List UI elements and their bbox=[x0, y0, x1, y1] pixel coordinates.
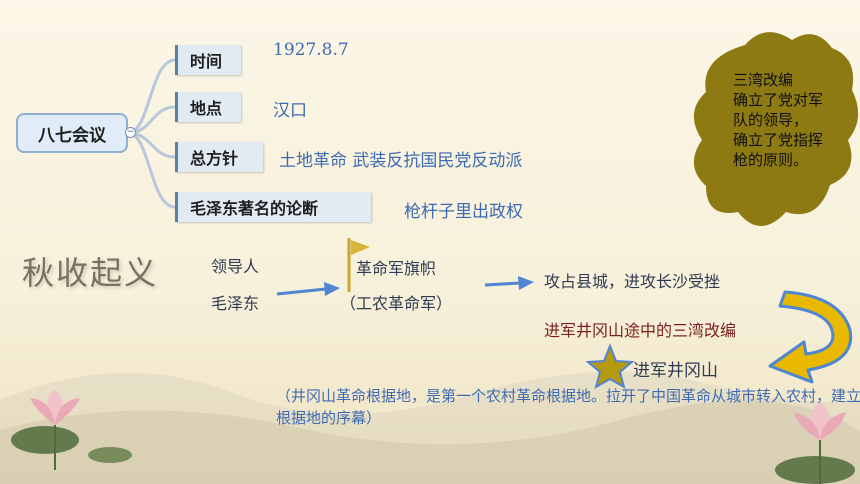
root-node-bayi-meeting: 八七会议 bbox=[16, 113, 128, 153]
jinggang-note: （井冈山革命根据地，是第一个农村革命根据地。拉开了中国革命从城市转入农村，建立根… bbox=[276, 387, 860, 427]
army-flag-label: 革命军旗帜 bbox=[356, 259, 437, 278]
cloud-line: 队的领导， bbox=[733, 111, 809, 129]
branch-time-label: 时间 bbox=[190, 52, 223, 71]
branch-thesis-value: 枪杆子里出政权 bbox=[404, 202, 523, 222]
step-sanwan: 进军井冈山途中的三湾改编 bbox=[544, 321, 737, 340]
star-icon bbox=[585, 343, 635, 390]
cloud-line: 三湾改编 bbox=[733, 71, 794, 89]
branch-time-value: 1927.8.7 bbox=[273, 40, 349, 60]
army-name: （工农革命军） bbox=[340, 294, 453, 313]
branch-thesis-label: 毛泽东著名的论断 bbox=[190, 199, 319, 218]
flag-icon bbox=[347, 238, 370, 292]
branch-thesis: 毛泽东著名的论断 bbox=[175, 192, 371, 222]
lotus-right-decoration bbox=[775, 402, 855, 484]
cloud-shape bbox=[693, 32, 859, 226]
lotus-left-decoration bbox=[11, 390, 132, 470]
cloud-line: 确立了党指挥 bbox=[733, 131, 824, 149]
leader-label: 领导人 bbox=[211, 257, 260, 276]
step-jinggang: 进军井冈山 bbox=[633, 361, 718, 381]
branch-policy: 总方针 bbox=[175, 142, 263, 172]
branch-time: 时间 bbox=[175, 45, 241, 75]
step-attack: 攻占县城，进攻长沙受挫 bbox=[544, 272, 721, 291]
cloud-line: 枪的原则。 bbox=[733, 151, 809, 169]
cloud-line: 确立了党对军 bbox=[733, 91, 824, 109]
curved-arrow bbox=[768, 290, 853, 384]
flow-arrows bbox=[276, 276, 534, 296]
branch-place-label: 地点 bbox=[190, 99, 223, 118]
cloud-note: 三湾改编 确立了党对军 队的领导， 确立了党指挥 枪的原则。 bbox=[733, 70, 843, 170]
branch-policy-label: 总方针 bbox=[190, 149, 239, 168]
branch-place-value: 汉口 bbox=[273, 101, 307, 121]
section-title: 秋收起义 bbox=[22, 254, 159, 292]
leader-name: 毛泽东 bbox=[211, 294, 260, 313]
collapse-icon[interactable]: − bbox=[125, 127, 136, 138]
branch-place: 地点 bbox=[175, 92, 241, 122]
root-label: 八七会议 bbox=[38, 125, 106, 146]
branch-policy-value: 土地革命 武装反抗国民党反动派 bbox=[279, 151, 523, 171]
